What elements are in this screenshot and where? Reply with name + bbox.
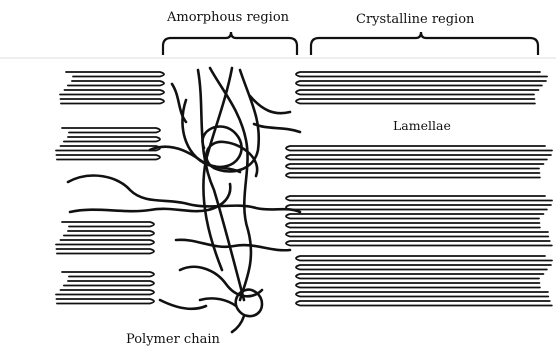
lamellae-label: Lamellae (393, 118, 451, 133)
chain-fold (286, 164, 543, 169)
chain-fold (68, 81, 164, 86)
chain-fold (64, 137, 160, 142)
chain-fold (286, 155, 551, 160)
chain-fold (286, 173, 540, 178)
polymer-chain-label: Polymer chain (126, 332, 220, 347)
chain-fold (286, 146, 552, 151)
chain-fold (56, 240, 154, 245)
left-lamellae-folds (56, 72, 164, 304)
chain-fold (286, 232, 548, 237)
chain-fold (286, 205, 551, 210)
chain-fold (66, 72, 164, 77)
chain-fold (296, 301, 552, 306)
chain-fold (296, 274, 543, 279)
chain-fold (60, 99, 164, 104)
chain-fold (296, 90, 538, 95)
chain-fold (62, 128, 160, 133)
chain-fold (64, 231, 154, 236)
amorphous-region-label: Amorphous region (167, 10, 289, 25)
chain-fold (296, 283, 540, 288)
chain-fold (62, 222, 154, 227)
amorphous-brace (163, 32, 297, 55)
chain-fold (56, 146, 160, 151)
chain-fold (296, 256, 552, 261)
chain-fold (296, 99, 535, 104)
crystalline-brace (311, 32, 538, 55)
chain-fold (64, 281, 154, 286)
chain-fold (56, 290, 154, 295)
chain-fold (286, 214, 543, 219)
chain-fold (56, 299, 154, 304)
chain-fold (56, 155, 160, 160)
chain-fold (286, 223, 540, 228)
chain-fold (56, 249, 154, 254)
chain-fold (296, 72, 547, 77)
chain-fold (296, 292, 548, 297)
chain-fold (296, 265, 551, 270)
chain-fold (296, 81, 546, 86)
right-lamellae-folds (286, 72, 552, 306)
crystalline-region-label: Crystalline region (356, 12, 474, 27)
amorphous-chains (68, 68, 300, 332)
chain-fold (60, 90, 164, 95)
chain-fold (62, 272, 154, 277)
chain-fold (286, 241, 552, 246)
chain-fold (286, 196, 552, 201)
